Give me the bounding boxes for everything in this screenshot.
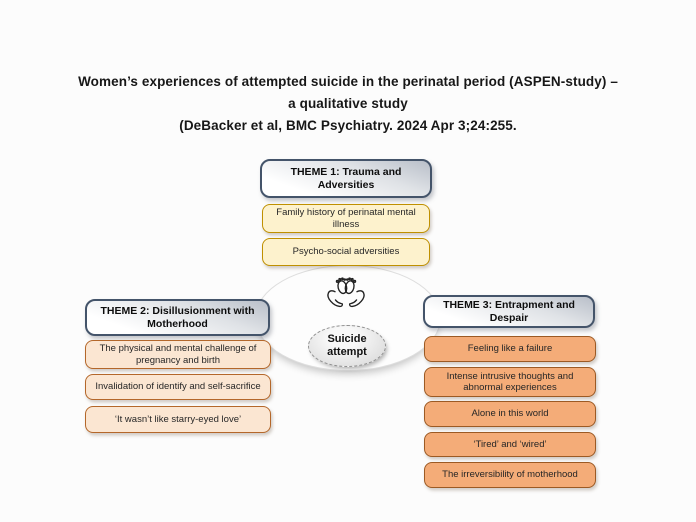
theme-1-subtheme-family-history: Family history of perinatal mental illne… <box>262 204 430 233</box>
suicide-attempt-label-line2: attempt <box>327 346 367 358</box>
theme-3-subtheme-intrusive-thoughts: Intense intrusive thoughts and abnormal … <box>424 367 596 397</box>
theme-2-header: THEME 2: Disillusionment with Motherhood <box>85 299 270 336</box>
theme-3-header: THEME 3: Entrapment and Despair <box>423 295 595 328</box>
theme-3-subtheme-alone: Alone in this world <box>424 401 596 427</box>
title-line-1: Women’s experiences of attempted suicide… <box>78 74 618 89</box>
theme-2-subtheme-starry-eyed-love: ‘It wasn’t like starry-eyed love’ <box>85 406 271 433</box>
suicide-attempt-node: Suicide attempt <box>308 325 386 367</box>
hands-holding-baby-feet-icon <box>327 277 365 308</box>
theme-2-subtheme-physical-mental-challenge: The physical and mental challenge of pre… <box>85 340 271 369</box>
title-line-2: a qualitative study <box>288 96 408 111</box>
study-title: Women’s experiences of attempted suicide… <box>0 71 696 137</box>
suicide-attempt-label-line1: Suicide <box>327 333 367 345</box>
title-line-3: (DeBacker et al, BMC Psychiatry. 2024 Ap… <box>179 118 517 133</box>
theme-1-subtheme-psycho-social: Psycho-social adversities <box>262 238 430 266</box>
theme-2-subtheme-invalidation: Invalidation of identify and self-sacrif… <box>85 374 271 400</box>
theme-3-subtheme-failure: Feeling like a failure <box>424 336 596 362</box>
theme-3-subtheme-tired-wired: ‘Tired’ and ‘wired’ <box>424 432 596 457</box>
theme-3-subtheme-irreversibility: The irreversibility of motherhood <box>424 462 596 488</box>
theme-1-header: THEME 1: Trauma and Adversities <box>260 159 432 198</box>
